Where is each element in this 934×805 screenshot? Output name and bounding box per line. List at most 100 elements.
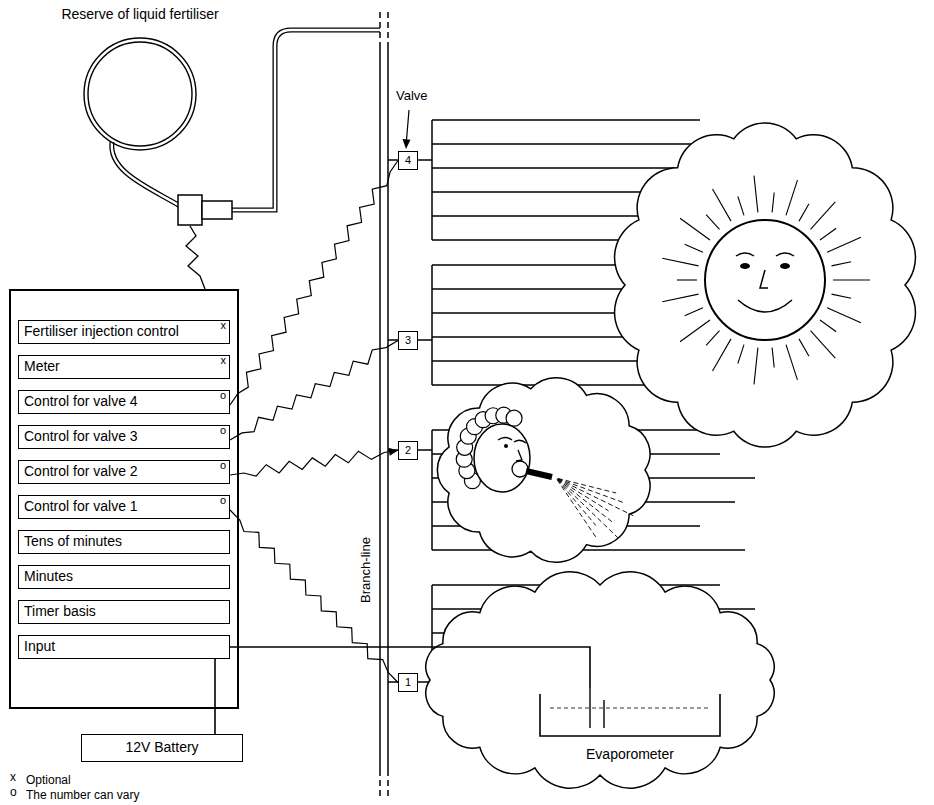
- node-label: 12V Battery: [82, 735, 242, 760]
- sun-ray: [754, 176, 758, 213]
- sun-ray: [713, 339, 732, 371]
- sun-ray: [685, 244, 703, 252]
- valve-box: 2: [398, 441, 418, 460]
- tank-ring: [30, 4, 250, 156]
- control-box: Control for valve 4o: [18, 390, 230, 414]
- valve-pipe: [388, 159, 398, 161]
- valve-pipe: [388, 339, 398, 341]
- sun-ray: [706, 331, 719, 346]
- clouds: [426, 123, 916, 788]
- radio-link: [230, 161, 398, 406]
- sun-ray: [832, 294, 852, 298]
- legend-symbol: o: [10, 785, 17, 799]
- sun-ray: [827, 237, 861, 252]
- sun-eye: [780, 263, 790, 269]
- legend-entry: Optional: [26, 770, 71, 788]
- fertiliser-pipe: [112, 30, 380, 210]
- injection-pump: [178, 195, 232, 225]
- valve-box: 4: [398, 151, 418, 170]
- connector-line: [214, 659, 216, 734]
- pipe: [112, 142, 180, 206]
- marker-symbol: x: [221, 319, 227, 331]
- sun-ray: [685, 308, 703, 316]
- evaporometer-node: Evaporometer: [530, 688, 730, 770]
- node-label: 1: [399, 674, 417, 690]
- wind-head: [474, 424, 530, 492]
- wind-cheek: [512, 461, 528, 477]
- pan-outline: [540, 694, 720, 736]
- sun-ray: [820, 228, 836, 240]
- marker-symbol: o: [220, 459, 226, 471]
- cloud: [426, 572, 774, 788]
- sun-eye: [740, 263, 750, 269]
- sun-ray: [706, 215, 719, 230]
- manifold-pipe: [431, 120, 433, 240]
- connector-line: [230, 451, 391, 476]
- sensor-rod: [603, 700, 604, 728]
- controller-panel: [10, 290, 238, 708]
- marker-symbol: o: [220, 389, 226, 401]
- wind-spray: [558, 479, 615, 523]
- sun-ray: [811, 202, 836, 229]
- pipe: [232, 30, 380, 210]
- sun-ray: [799, 204, 809, 221]
- sun-ray: [786, 345, 797, 380]
- pipe-wall: [387, 12, 389, 45]
- marker-symbol: x: [221, 354, 227, 366]
- lateral-pipe: [432, 549, 745, 550]
- sun-ray: [786, 180, 797, 215]
- control-box: Meterx: [18, 355, 230, 379]
- legend-symbol: x: [10, 770, 16, 784]
- clouds: [437, 378, 650, 562]
- wind-spray: [557, 480, 597, 540]
- sun-ray: [738, 345, 744, 364]
- part-label: Valve: [396, 88, 428, 104]
- control-box: Minutes: [18, 565, 230, 589]
- wind-eye: [504, 444, 508, 448]
- leader-line: [407, 110, 410, 140]
- node-label: 2: [399, 442, 417, 458]
- pipe: [112, 142, 180, 206]
- node-label: Evaporometer: [530, 746, 730, 763]
- pump-body: [178, 195, 202, 225]
- node-label: Timer basis: [24, 601, 96, 622]
- pipe: [232, 30, 380, 210]
- connector-line: [230, 341, 398, 441]
- pipe-wall: [387, 45, 389, 770]
- sun-ray: [662, 258, 698, 266]
- wind-spray: [558, 479, 609, 511]
- leader-arrowhead: [403, 139, 411, 149]
- control-box: Timer basis: [18, 600, 230, 624]
- evaporometer-pan: [530, 688, 730, 740]
- lateral-pipe: [432, 119, 700, 120]
- wind-face: [456, 407, 633, 539]
- control-box: Tens of minutes: [18, 530, 230, 554]
- node-label: Fertiliser injection control: [24, 321, 179, 342]
- wind-pipe: [526, 471, 552, 477]
- cloud: [437, 378, 650, 562]
- control-box: Control for valve 3o: [18, 425, 230, 449]
- valve-box: 1: [398, 673, 418, 692]
- sun-ray: [827, 308, 861, 323]
- branch-line-pipe: [380, 12, 388, 800]
- battery-box: 12V Battery: [81, 734, 243, 762]
- arrowhead: [389, 448, 398, 456]
- wire: [215, 659, 216, 734]
- control-signal: [186, 226, 205, 289]
- wind-spray: [557, 480, 596, 526]
- node-label: 4: [399, 152, 417, 168]
- wind-spray: [557, 479, 617, 537]
- node-label: 3: [399, 332, 417, 348]
- node-label: Input: [24, 636, 55, 657]
- sun-ray: [832, 262, 852, 266]
- sun: [662, 176, 870, 385]
- radio-link: [230, 510, 398, 683]
- wind-spray: [558, 479, 633, 516]
- marker-symbol: o: [220, 494, 226, 506]
- radio-link: [230, 341, 398, 441]
- manifold-pipe: [431, 430, 433, 550]
- sun-ray: [754, 348, 758, 385]
- sun-ray: [662, 294, 698, 302]
- sun-ray: [811, 331, 836, 358]
- sensor-rod: [589, 688, 590, 728]
